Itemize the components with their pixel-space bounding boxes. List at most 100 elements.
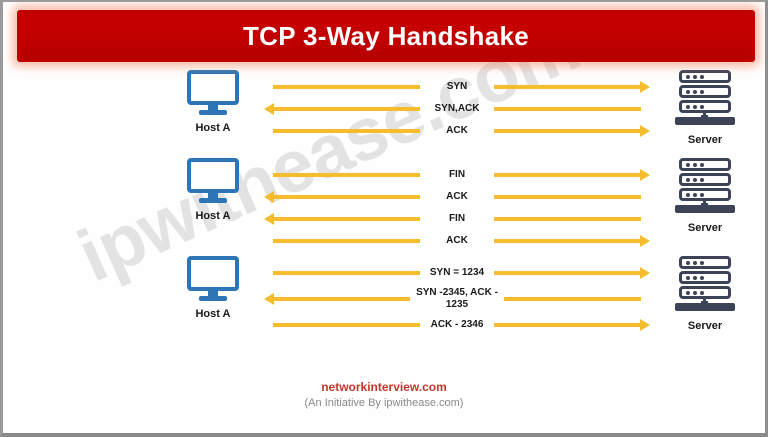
arrow-line-right [494,235,650,247]
server-led [700,104,704,109]
server-rack-unit [679,100,731,113]
server-led [700,162,704,167]
message-arrow: ACK [273,120,650,142]
monitor-neck [208,105,218,111]
arrow-line-left [264,293,411,305]
arrow-head-icon [264,293,274,305]
host-node: Host A [153,158,273,222]
page-title: TCP 3-Way Handshake [242,20,529,51]
monitor-foot [199,110,227,115]
server-led [686,104,690,109]
monitor-foot [199,198,227,203]
server-rack-unit [679,256,731,269]
arrow-line-right [494,169,650,181]
server-led [700,260,704,265]
message-arrow-group: SYN SYN,ACK ACK [264,70,650,142]
node-label: Host A [195,210,231,222]
server-led [686,192,690,197]
server-led [686,290,690,295]
arrow-head-icon [264,213,274,225]
server-led [693,177,697,182]
arrow-line-right [494,319,650,331]
message-label: SYN [446,81,468,92]
server-icon [675,158,735,216]
message-arrow: SYN,ACK [264,98,641,120]
message-label: SYN,ACK [434,103,480,114]
server-led [693,192,697,197]
footer: networkinterview.com (An Initiative By i… [3,380,765,409]
message-arrow: SYN -2345, ACK - 1235 [264,284,641,314]
monitor-screen [187,256,239,291]
arrow-line-right [494,125,650,137]
server-led [693,74,697,79]
server-rack-unit [679,188,731,201]
arrow-head-icon [640,125,650,137]
node-label: Server [687,134,723,146]
arrow-line-right [494,81,650,93]
server-rack-unit [679,271,731,284]
host-node: Host A [153,256,273,320]
arrow-line-left [264,213,420,225]
server-led [693,104,697,109]
node-label: Server [687,320,723,332]
server-rack-unit [679,70,731,83]
arrow-line-right [503,297,641,301]
arrow-head-icon [640,267,650,279]
message-arrow: FIN [264,208,641,230]
arrow-line-left [273,271,420,275]
server-led [693,89,697,94]
monitor-icon [187,158,239,204]
arrow-line-right [494,217,641,221]
server-led [700,275,704,280]
monitor-neck [208,193,218,199]
server-led [686,74,690,79]
server-led [693,162,697,167]
message-label: FIN [448,213,466,224]
monitor-neck [208,291,218,297]
message-label: FIN [448,169,466,180]
arrow-line-right [494,195,641,199]
server-icon [675,256,735,314]
footer-subtitle: (An Initiative By ipwithease.com) [304,397,464,409]
message-arrow: SYN = 1234 [273,262,650,284]
arrow-line-left [273,323,420,327]
arrow-line-right [494,107,641,111]
server-led [686,275,690,280]
arrow-head-icon [640,235,650,247]
server-rack-unit [679,158,731,171]
server-base [675,303,735,311]
arrow-line-left [273,85,420,89]
server-led [686,177,690,182]
diagram-canvas: ipwithease.com TCP 3-Way Handshake Host … [3,2,765,433]
server-led [693,275,697,280]
title-banner: TCP 3-Way Handshake [17,10,755,62]
monitor-icon [187,70,239,116]
message-arrow: SYN [273,76,650,98]
monitor-screen [187,70,239,105]
server-node: Server [645,158,765,234]
server-rack-unit [679,85,731,98]
server-base [675,205,735,213]
server-led [686,89,690,94]
arrow-line-left [273,129,420,133]
message-label: ACK [446,191,468,202]
footer-brand: networkinterview.com [321,380,447,394]
node-label: Server [687,222,723,234]
node-label: Host A [195,308,231,320]
arrow-line-left [273,239,420,243]
arrow-head-icon [640,81,650,93]
server-led [700,89,704,94]
banner-fill: TCP 3-Way Handshake [21,13,751,59]
server-led [686,162,690,167]
server-led [693,290,697,295]
server-rack-unit [679,286,731,299]
message-arrow: ACK - 2346 [273,314,650,336]
message-label: ACK - 2346 [430,319,484,330]
server-led [700,74,704,79]
